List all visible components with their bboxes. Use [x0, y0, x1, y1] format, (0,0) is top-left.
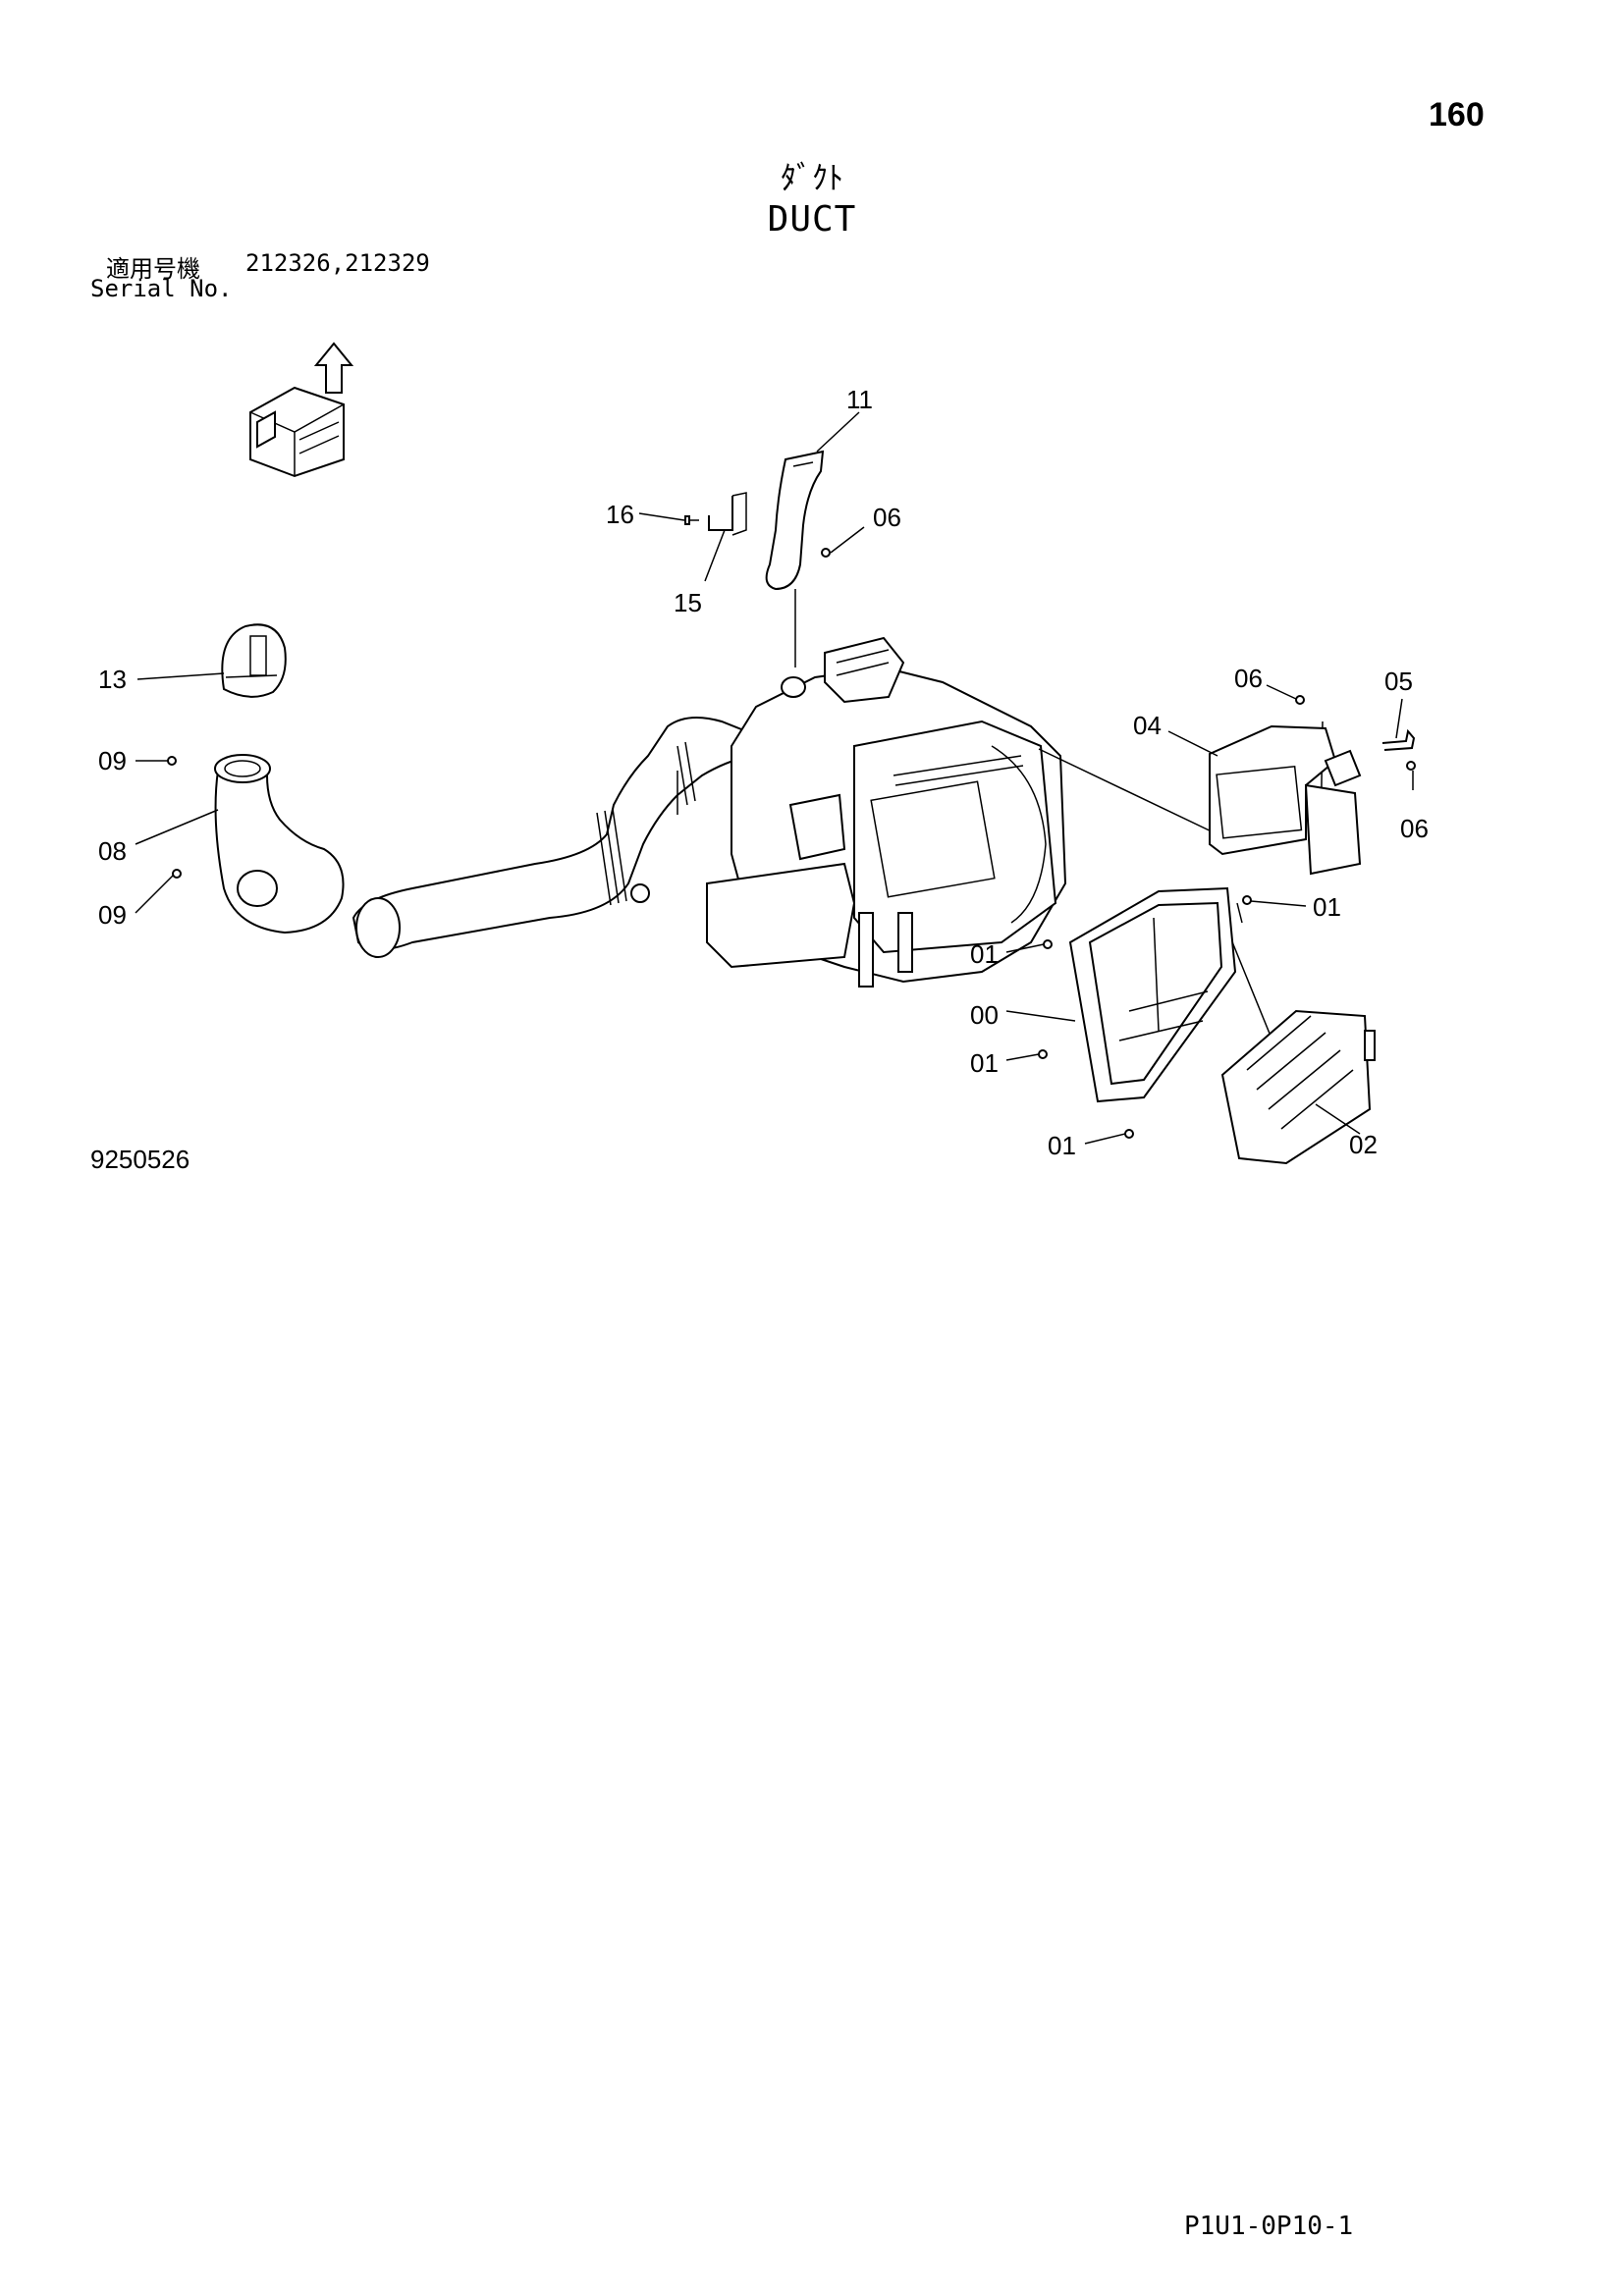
part-01-screw-c — [1038, 1049, 1048, 1059]
page-number: 160 — [1429, 96, 1485, 133]
callout-09-upper: 09 — [98, 746, 127, 775]
callout-09-lower: 09 — [98, 900, 127, 930]
part-01-screw-d — [1124, 1129, 1134, 1139]
callout-16: 16 — [606, 500, 634, 529]
part-08-elbow-duct — [214, 754, 345, 934]
callout-11: 11 — [846, 385, 873, 414]
part-15-bracket — [708, 492, 747, 536]
callout-01-bottom: 01 — [1048, 1131, 1076, 1160]
leader-lines — [135, 411, 1414, 1145]
serial-label-japanese: 適用号機 — [106, 255, 200, 283]
figure-number: 9250526 — [90, 1145, 190, 1174]
part-00-frame — [1068, 886, 1237, 1103]
part-09-clamp-upper — [167, 756, 177, 766]
callout-05: 05 — [1384, 667, 1413, 696]
callout-00: 00 — [970, 1000, 999, 1030]
callout-15: 15 — [674, 588, 702, 617]
callout-01-left-lower: 01 — [970, 1048, 999, 1078]
callout-06-right: 06 — [1400, 814, 1429, 843]
callout-01-left-upper: 01 — [970, 939, 999, 969]
parts-diagram: 11 16 06 15 13 09 08 09 06 05 04 06 01 0… — [98, 342, 1429, 1165]
main-unit — [630, 636, 1067, 988]
part-05-clip — [1381, 728, 1416, 751]
part-09-clamp-lower — [172, 869, 182, 879]
part-01-screw-b — [1242, 895, 1252, 905]
part-01-screw-a — [1043, 939, 1053, 949]
part-06-screw-right — [1406, 761, 1416, 771]
callout-08: 08 — [98, 836, 127, 866]
serial-label-english: Serial No. — [90, 275, 233, 302]
callout-01-right: 01 — [1313, 892, 1341, 922]
page-code: P1U1-0P10-1 — [1184, 2212, 1354, 2241]
callout-06-top: 06 — [1234, 664, 1263, 693]
callout-02: 02 — [1349, 1130, 1378, 1159]
callout-06-upper: 06 — [873, 503, 901, 532]
orientation-cube-icon — [249, 342, 354, 478]
part-06-screw-upper — [1295, 695, 1305, 705]
part-11-upper-duct — [765, 450, 825, 667]
part-13-cap — [221, 623, 287, 698]
part-16-bolt — [684, 515, 699, 525]
long-duct — [352, 717, 753, 958]
title-japanese: ﾀﾞｸﾄ — [780, 159, 843, 196]
serial-numbers: 212326,212329 — [245, 249, 430, 277]
callout-13: 13 — [98, 665, 127, 694]
part-06-nut-upper — [821, 548, 831, 558]
title-english: DUCT — [767, 199, 857, 240]
part-02-filter — [1220, 1009, 1376, 1165]
part-04-cover — [1209, 724, 1362, 876]
callout-04: 04 — [1133, 711, 1162, 740]
